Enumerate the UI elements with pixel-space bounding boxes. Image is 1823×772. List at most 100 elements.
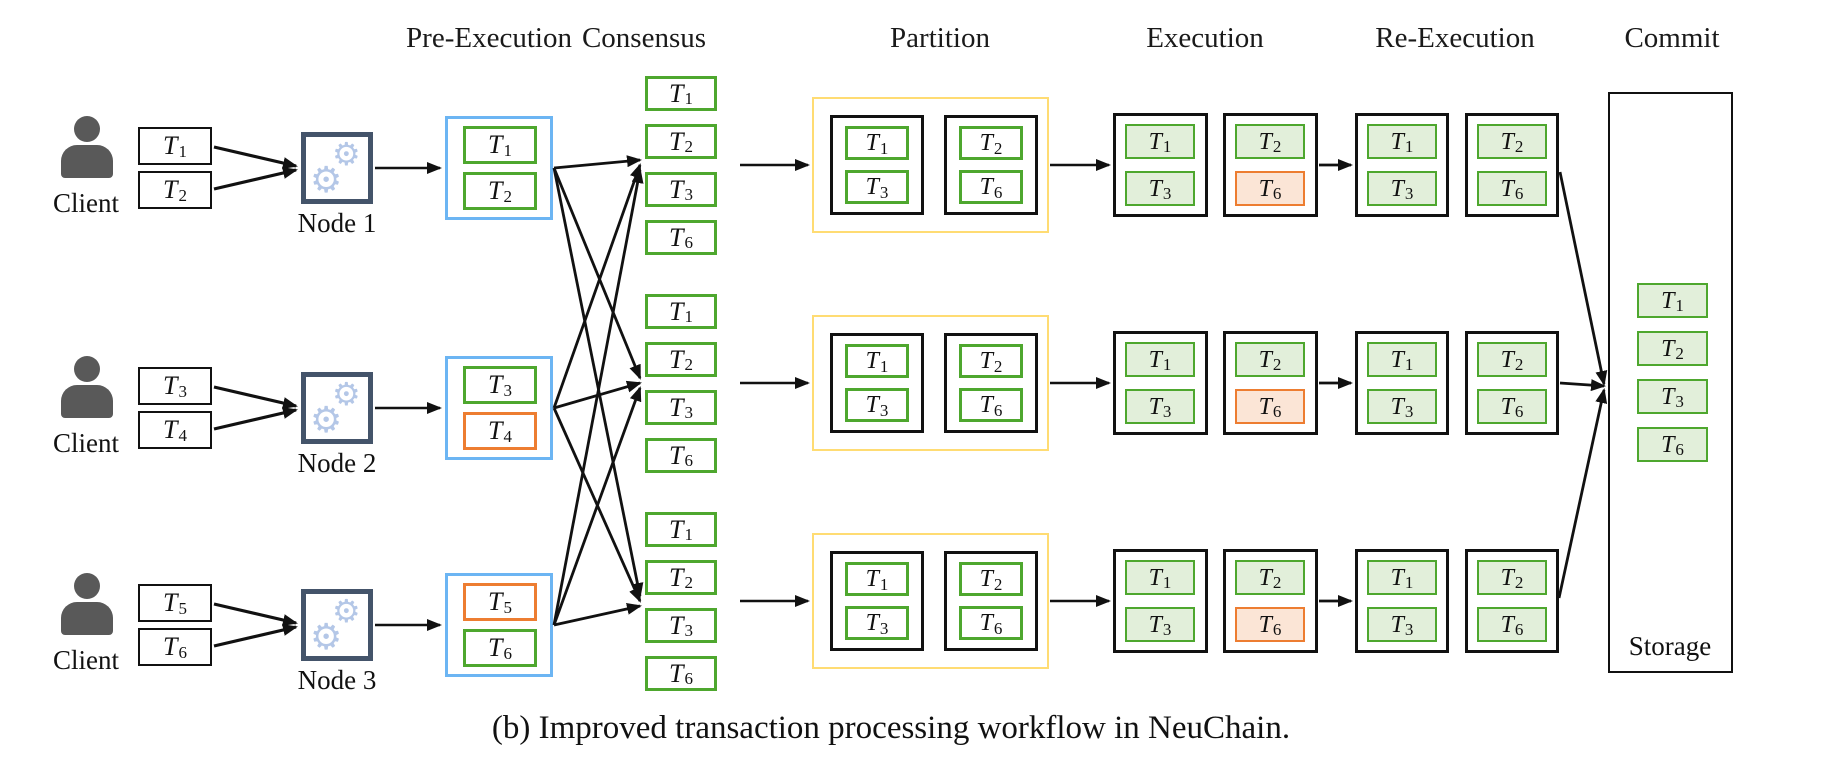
arrow bbox=[552, 167, 642, 380]
person-head bbox=[74, 116, 100, 142]
arrow bbox=[213, 167, 298, 191]
gears-icon: ⚙ bbox=[310, 160, 343, 201]
person-body bbox=[61, 602, 113, 635]
arrow bbox=[213, 407, 298, 431]
person-head bbox=[74, 573, 100, 599]
client-person-icon bbox=[61, 116, 113, 178]
node-box: ⚙⚙ bbox=[301, 372, 373, 444]
node-box: ⚙⚙ bbox=[301, 132, 373, 204]
gears-icon: ⚙ bbox=[332, 375, 361, 413]
gears-icon: ⚙ bbox=[332, 592, 361, 630]
arrow bbox=[553, 155, 642, 170]
arrow bbox=[552, 386, 642, 626]
arrow bbox=[553, 602, 642, 627]
client-label: Client bbox=[53, 188, 119, 218]
stage-header-pre-execution: Pre-Execution bbox=[406, 22, 572, 54]
node-label: Node 3 bbox=[297, 665, 377, 695]
arrow bbox=[552, 167, 644, 598]
arrow bbox=[213, 624, 298, 648]
arrow bbox=[552, 163, 642, 409]
arrow bbox=[213, 385, 298, 409]
person-head bbox=[74, 356, 100, 382]
client-label: Client bbox=[53, 645, 119, 675]
gears-icon: ⚙ bbox=[332, 135, 361, 173]
storage-label: Storage bbox=[1628, 631, 1712, 661]
client-label: Client bbox=[53, 428, 119, 458]
stage-header-execution: Execution bbox=[1146, 22, 1264, 54]
stage-header-partition: Partition bbox=[890, 22, 990, 54]
node-label: Node 1 bbox=[297, 208, 377, 238]
node-box: ⚙⚙ bbox=[301, 589, 373, 661]
person-body bbox=[61, 385, 113, 418]
arrow bbox=[1557, 388, 1608, 599]
arrow bbox=[1558, 171, 1608, 386]
gears-icon: ⚙ bbox=[310, 400, 343, 441]
stage-header-commit: Commit bbox=[1624, 22, 1720, 54]
client-person-icon bbox=[61, 573, 113, 635]
arrow bbox=[1559, 379, 1606, 392]
figure-caption: (b) Improved transaction processing work… bbox=[491, 710, 1291, 746]
gears-icon: ⚙ bbox=[310, 617, 343, 658]
arrow bbox=[213, 602, 298, 626]
arrow bbox=[552, 168, 644, 626]
stage-header-re-execution: Re-Execution bbox=[1375, 22, 1535, 54]
client-person-icon bbox=[61, 356, 113, 418]
